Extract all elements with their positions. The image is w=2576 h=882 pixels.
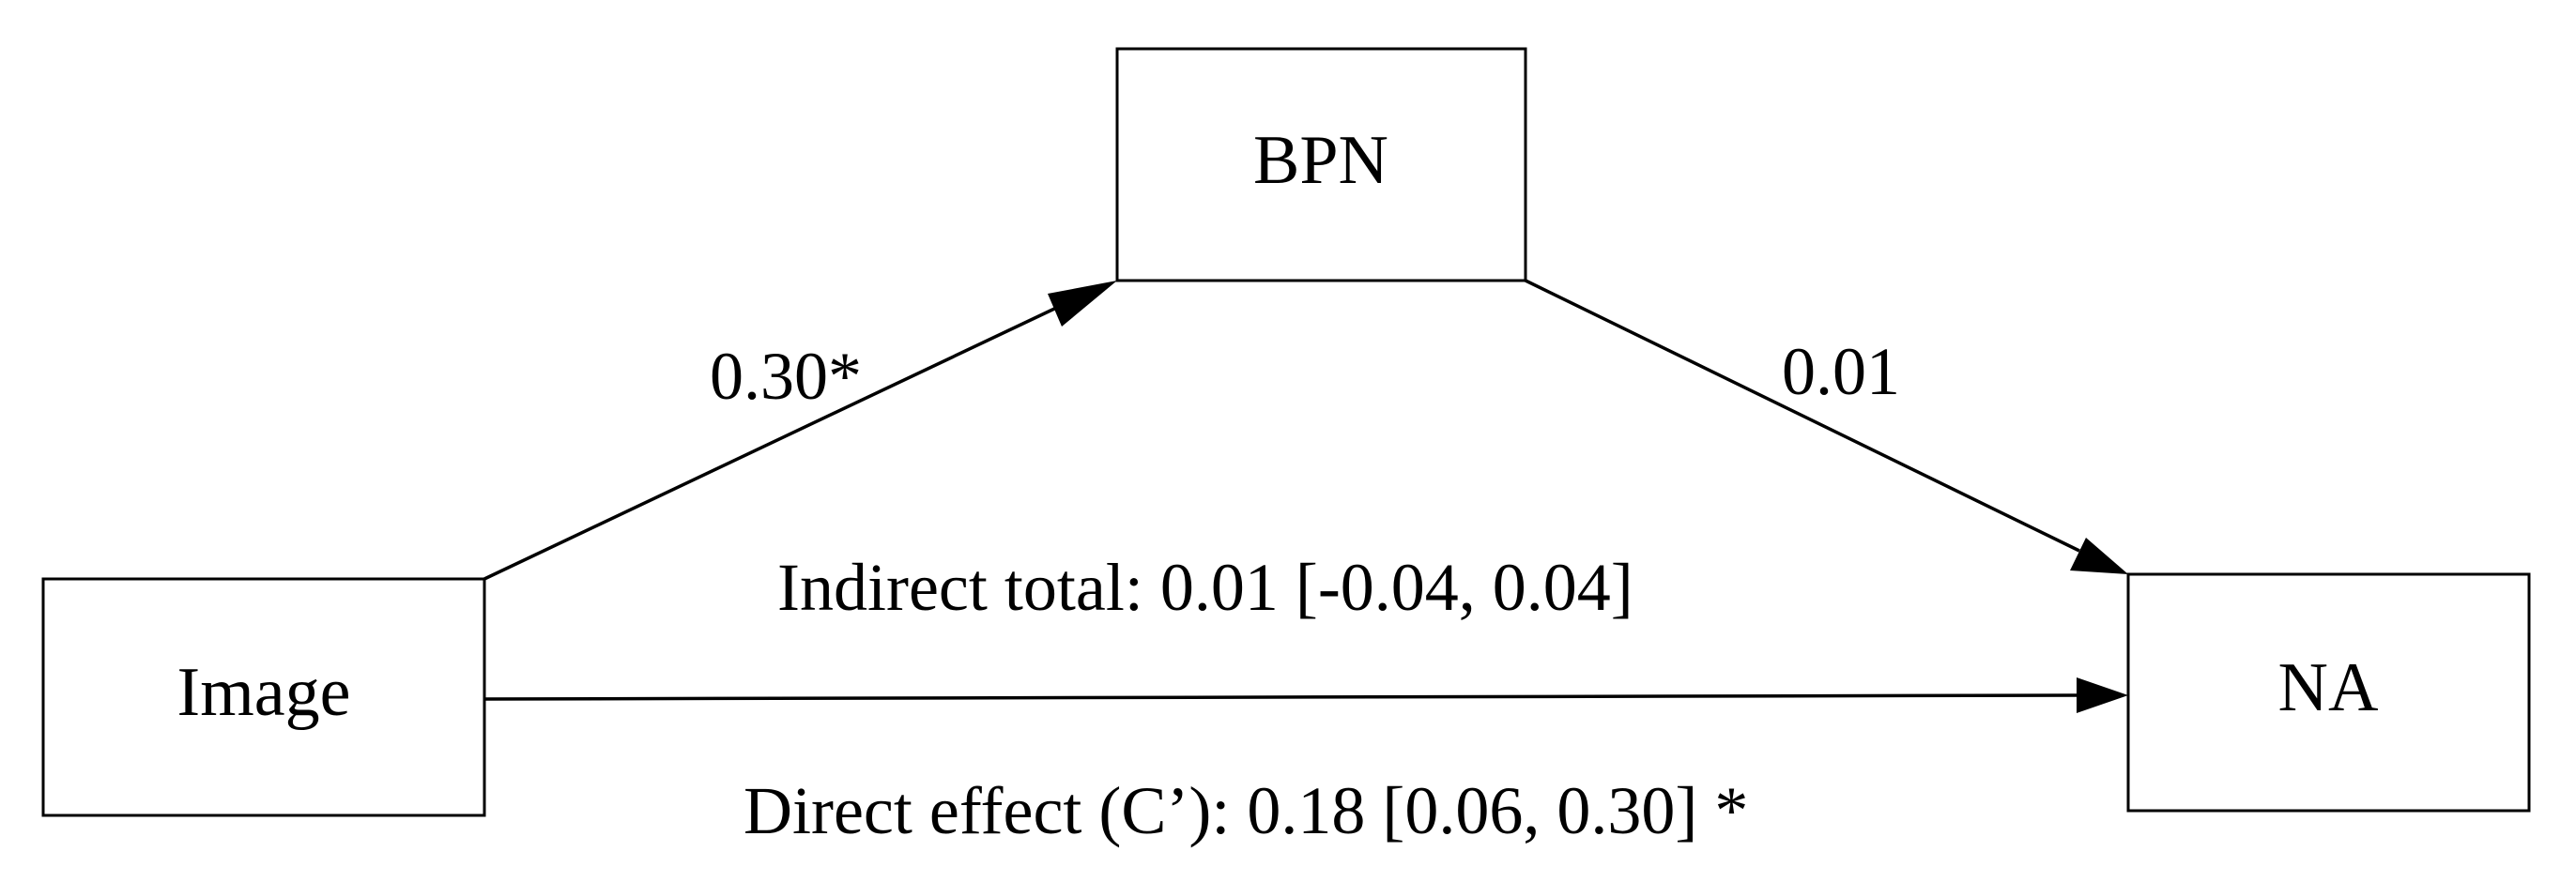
node-na: NA	[2126, 572, 2531, 813]
node-bpn-box	[1115, 47, 1527, 282]
edge-image-to-na-line	[483, 693, 2078, 701]
node-image-label: Image	[177, 654, 351, 731]
edge-bpn-to-na-label: 0.01	[1782, 334, 1900, 409]
node-na-box	[2126, 572, 2531, 813]
edge-image-to-bpn-line	[483, 300, 1069, 581]
direct-effect-label: Direct effect (C’): 0.18 [0.06, 0.30] *	[744, 773, 1748, 848]
edge-image-to-bpn-label: 0.30*	[710, 339, 862, 414]
node-image: Image	[41, 577, 486, 817]
indirect-total-label: Indirect total: 0.01 [-0.04, 0.04]	[777, 550, 1633, 625]
edge-image-to-bpn: 0.30*	[483, 281, 1117, 581]
edge-bpn-to-na: 0.01	[1525, 279, 2128, 574]
edge-bpn-to-na-line	[1525, 279, 2080, 553]
edge-bpn-to-na-arrowhead	[2070, 538, 2128, 574]
edge-image-to-na-arrowhead	[2077, 677, 2128, 713]
node-na-label: NA	[2278, 649, 2379, 726]
node-image-box	[41, 577, 486, 817]
edge-image-to-na	[483, 677, 2128, 713]
edge-image-to-bpn-arrowhead	[1048, 281, 1117, 327]
node-bpn: BPN	[1115, 47, 1527, 282]
node-bpn-label: BPN	[1253, 122, 1388, 199]
